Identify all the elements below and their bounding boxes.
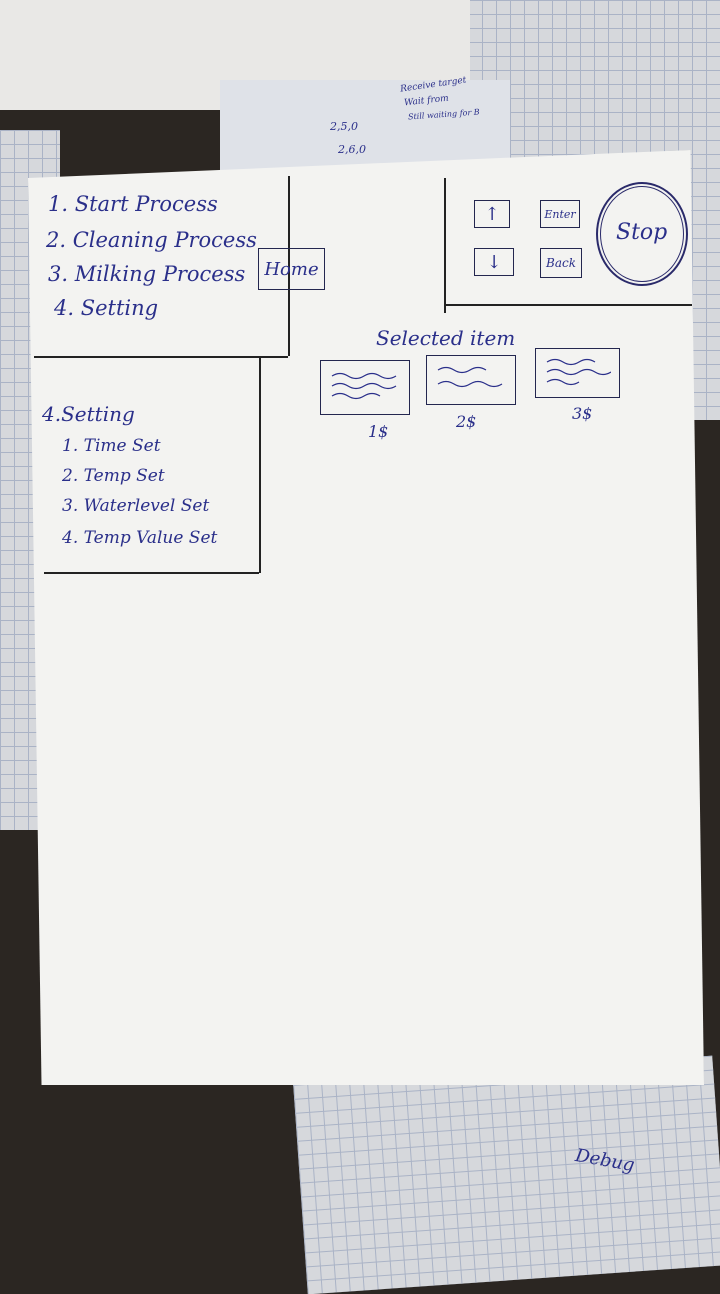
menu-item-setting[interactable]: 4. Setting — [54, 296, 159, 320]
card-2-waves — [437, 366, 503, 388]
selected-item-title: Selected item — [376, 326, 516, 350]
settings-title: 4.Setting — [42, 402, 135, 426]
back-button[interactable]: Back — [540, 248, 582, 278]
stop-button-inner-ring — [600, 186, 684, 282]
selected-item-label-1: 1$ — [368, 422, 389, 441]
up-arrow-icon: ↑ — [484, 203, 500, 225]
menu-item-start[interactable]: 1. Start Process — [48, 192, 218, 216]
stop-label: Stop — [616, 220, 668, 245]
back-label: Back — [546, 256, 576, 270]
wireframe-sheet — [28, 150, 704, 1085]
enter-label: Enter — [544, 207, 576, 221]
selected-item-card-1[interactable] — [320, 360, 410, 415]
divider-settings-right — [259, 358, 261, 573]
note-260: 2,6,0 — [338, 143, 366, 156]
menu-item-cleaning[interactable]: 2. Cleaning Process — [46, 228, 257, 252]
up-button[interactable]: ↑ — [474, 200, 510, 228]
home-button[interactable]: Home — [258, 248, 325, 290]
down-arrow-icon: ↓ — [486, 251, 502, 273]
enter-button[interactable]: Enter — [540, 200, 580, 228]
menu-item-milking[interactable]: 3. Milking Process — [48, 262, 246, 286]
home-label: Home — [264, 258, 319, 280]
settings-item-waterlevel[interactable]: 3. Waterlevel Set — [62, 496, 210, 516]
selected-item-label-3: 3$ — [572, 404, 593, 423]
selected-item-label-2: 2$ — [456, 412, 477, 431]
settings-item-temp[interactable]: 2. Temp Set — [62, 466, 165, 486]
selected-item-card-3[interactable] — [535, 348, 620, 398]
divider-menu-bottom — [34, 356, 288, 358]
card-3-waves — [546, 358, 611, 386]
divider-keys-left — [444, 178, 446, 313]
grid-paper-bottom — [293, 1055, 720, 1294]
settings-item-time[interactable]: 1. Time Set — [62, 436, 161, 456]
divider-settings-bottom — [44, 572, 259, 574]
divider-keys-bottom — [444, 304, 692, 306]
down-button[interactable]: ↓ — [474, 248, 514, 276]
white-paper-top-mid — [220, 80, 510, 170]
divider-menu-right — [288, 176, 290, 356]
stop-button[interactable] — [596, 182, 688, 286]
note-250: 2,5,0 — [330, 120, 358, 133]
card-1-waves — [331, 372, 397, 400]
settings-item-temp-value[interactable]: 4. Temp Value Set — [62, 528, 218, 548]
selected-item-card-2[interactable] — [426, 355, 516, 405]
